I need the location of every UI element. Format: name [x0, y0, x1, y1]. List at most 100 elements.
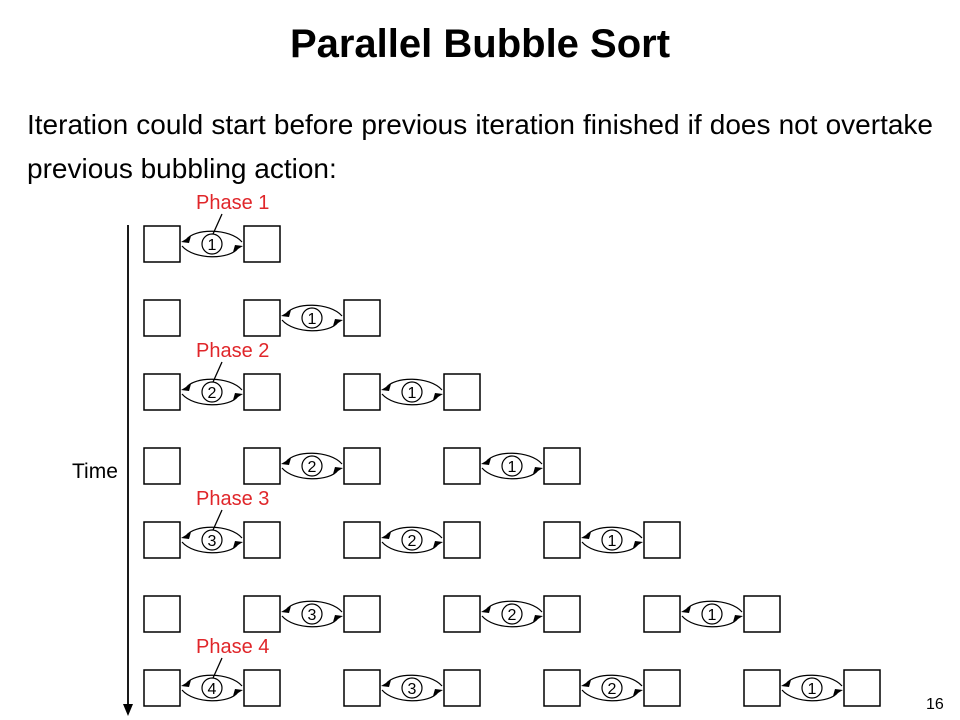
phase-label: Phase 1 [196, 192, 269, 214]
diagram-row: 1 [143, 225, 281, 263]
exchange-arc-bottom [381, 393, 439, 406]
element-box [643, 595, 681, 633]
element-box [143, 595, 181, 633]
step-number: 1 [508, 459, 517, 476]
exchange-arc-top [585, 526, 643, 539]
exchange-arc-top [485, 452, 543, 465]
compare-exchange: 1 [181, 230, 243, 258]
exchange-arc-top [385, 526, 443, 539]
exchange-arc-bottom [781, 689, 839, 702]
arrowhead-left [781, 680, 791, 687]
compare-exchange: 1 [781, 674, 843, 702]
compare-exchange: 2 [481, 600, 543, 628]
element-box [443, 521, 481, 559]
compare-exchange: 3 [181, 526, 243, 554]
element-box [343, 447, 381, 485]
arrowhead-right [333, 467, 343, 474]
diagram-row: 1 [143, 299, 381, 337]
element-box [643, 669, 681, 707]
exchange-arc-bottom [381, 541, 439, 554]
element-box [343, 373, 381, 411]
element-box [143, 669, 181, 707]
element-box [443, 373, 481, 411]
element-box [343, 299, 381, 337]
arrowhead-left [681, 606, 691, 613]
element-box [243, 299, 281, 337]
arrowhead-left [581, 532, 591, 539]
step-number: 3 [208, 533, 217, 550]
step-number-circle [801, 677, 823, 699]
compare-exchange: 1 [381, 378, 443, 406]
arrowhead-left [181, 236, 191, 243]
compare-exchange: 1 [281, 304, 343, 332]
compare-exchange: 2 [281, 452, 343, 480]
exchange-arc-bottom [181, 689, 239, 702]
exchange-arc-bottom [281, 319, 339, 332]
element-box [143, 521, 181, 559]
exchange-arc-top [385, 674, 443, 687]
phase-pointer-line [212, 509, 223, 531]
exchange-arc-bottom [681, 615, 739, 628]
arrowhead-left [181, 532, 191, 539]
diagram-row: 3 2 1 [143, 595, 781, 633]
compare-exchange: 3 [281, 600, 343, 628]
step-number: 1 [808, 681, 817, 698]
arrowhead-left [381, 384, 391, 391]
step-number: 3 [408, 681, 417, 698]
step-number-circle [201, 381, 223, 403]
arrowhead-left [281, 606, 291, 613]
arrowhead-left [481, 458, 491, 465]
arrowhead-right [833, 689, 843, 696]
exchange-arc-top [385, 378, 443, 391]
element-box [743, 669, 781, 707]
phase-label-group: Phase 1 [196, 192, 269, 235]
compare-exchange: 2 [181, 378, 243, 406]
compare-exchange: 1 [681, 600, 743, 628]
phase-label-group: Phase 2 [196, 340, 269, 383]
phase-pointer-line [212, 657, 223, 679]
element-box [443, 669, 481, 707]
element-box [543, 595, 581, 633]
step-number-circle [301, 455, 323, 477]
arrowhead-right [233, 541, 243, 548]
step-number-circle [201, 677, 223, 699]
slide-title: Parallel Bubble Sort [289, 22, 671, 66]
step-number-circle [601, 529, 623, 551]
exchange-arc-top [785, 674, 843, 687]
arrowhead-left [381, 680, 391, 687]
step-number: 2 [308, 459, 317, 476]
arrowhead-right [533, 467, 543, 474]
arrowhead-right [233, 393, 243, 400]
step-number-circle [201, 233, 223, 255]
time-axis: Time [72, 225, 133, 716]
arrowhead-right [633, 689, 643, 696]
arrowhead-right [733, 615, 743, 622]
arrowhead-left [281, 458, 291, 465]
exchange-arc-bottom [381, 689, 439, 702]
arrowhead-left [481, 606, 491, 613]
phase-label: Phase 2 [196, 340, 269, 362]
arrowhead-right [433, 689, 443, 696]
exchange-arc-top [185, 230, 243, 243]
element-box [543, 669, 581, 707]
exchange-arc-top [285, 452, 343, 465]
step-number: 1 [708, 607, 717, 624]
exchange-arc-bottom [581, 541, 639, 554]
exchange-arc-top [485, 600, 543, 613]
element-box [143, 373, 181, 411]
arrowhead-right [333, 615, 343, 622]
compare-exchange: 4 [181, 674, 243, 702]
exchange-arc-top [185, 526, 243, 539]
step-number-circle [401, 529, 423, 551]
element-box [843, 669, 881, 707]
step-number: 2 [508, 607, 517, 624]
step-number-circle [301, 603, 323, 625]
compare-exchange: 2 [381, 526, 443, 554]
element-box [543, 447, 581, 485]
arrowhead-left [581, 680, 591, 687]
phase-label: Phase 4 [196, 636, 269, 658]
